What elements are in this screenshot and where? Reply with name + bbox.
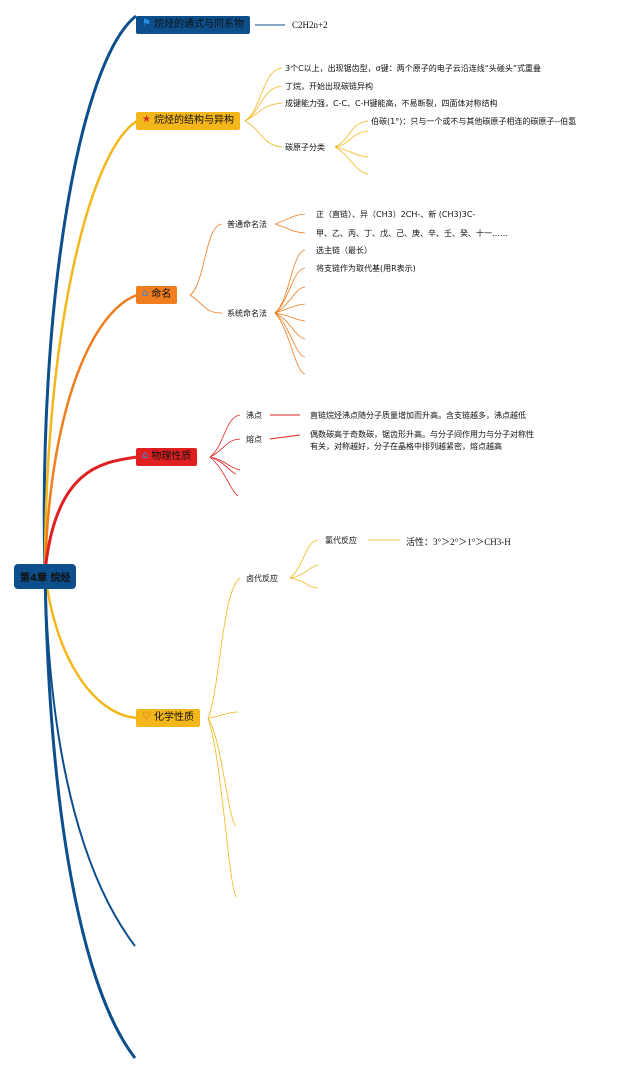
star-icon: ★ <box>142 114 151 125</box>
chlorination-label: 氯代反应 <box>325 536 357 545</box>
carbon-class-label: 碳原子分类 <box>285 143 325 152</box>
branch-naming[interactable]: ⌂命名 <box>136 286 178 304</box>
branch-structure[interactable]: ★烷烃的结构与异构 <box>136 112 240 130</box>
branch-physical-properties[interactable]: ⌂物理性质 <box>136 448 198 466</box>
structure-item-3: 成键能力强，C-C、C-H键能高，不易断裂，四面体对称结构 <box>285 99 498 108</box>
melting-point-label: 熔点 <box>246 435 262 444</box>
flag-icon: ⚑ <box>142 18 151 29</box>
systematic-naming-item-1: 选主链（最长） <box>316 246 372 255</box>
halogenation-label: 卤代反应 <box>246 574 278 583</box>
branch-chemical-properties[interactable]: ♡化学性质 <box>136 709 200 727</box>
systematic-naming-item-2: 将支链作为取代基(用R表示) <box>316 264 416 273</box>
chlorination-activity: 活性：3°＞2°＞1°＞CH3-H <box>406 537 511 547</box>
common-naming-item-1: 正（直链）、异（CH3）2CH-、新 (CH3)3C- <box>316 210 476 219</box>
structure-item-1: 3个C以上，出现锯齿型，σ键：两个原子的电子云沿连线“头碰头”式重叠 <box>285 64 542 73</box>
carbon-class-primary: 伯碳(1°)：只与一个或不与其他碳原子相连的碳原子--伯氢 <box>371 117 577 126</box>
branch-chemical-label: 化学性质 <box>153 712 194 723</box>
common-naming-label: 普通命名法 <box>227 220 267 229</box>
heart-icon: ♡ <box>142 711 151 722</box>
structure-item-2: 丁烷，开始出现碳链异构 <box>285 82 373 91</box>
boiling-point-label: 沸点 <box>246 411 262 420</box>
branch-general-formula[interactable]: ⚑烷烃的通式与同系物 <box>136 16 250 34</box>
common-naming-item-2: 甲、乙、丙、丁、戊、己、庚、辛、壬、癸、十一…… <box>316 229 508 238</box>
branch-physical-label: 物理性质 <box>151 451 192 462</box>
house-icon: ⌂ <box>142 450 149 461</box>
general-formula-text: C2H2n+2 <box>292 20 328 30</box>
root-node[interactable]: 第4章 烷烃 <box>14 564 77 589</box>
branch-naming-label: 命名 <box>151 289 172 300</box>
boiling-point-text: 直链烷烃沸点随分子质量增加而升高。含支链越多，沸点越低 <box>310 411 526 420</box>
house-icon: ⌂ <box>142 288 149 299</box>
branch-general-label: 烷烃的通式与同系物 <box>153 19 244 30</box>
branch-structure-label: 烷烃的结构与异构 <box>153 115 234 126</box>
melting-point-text: 偶数碳高于奇数碳，锯齿形升高。与分子间作用力与分子对称性有关，对称越好，分子在晶… <box>310 430 534 451</box>
root-label: 第4章 烷烃 <box>20 573 71 584</box>
systematic-naming-label: 系统命名法 <box>227 309 267 318</box>
